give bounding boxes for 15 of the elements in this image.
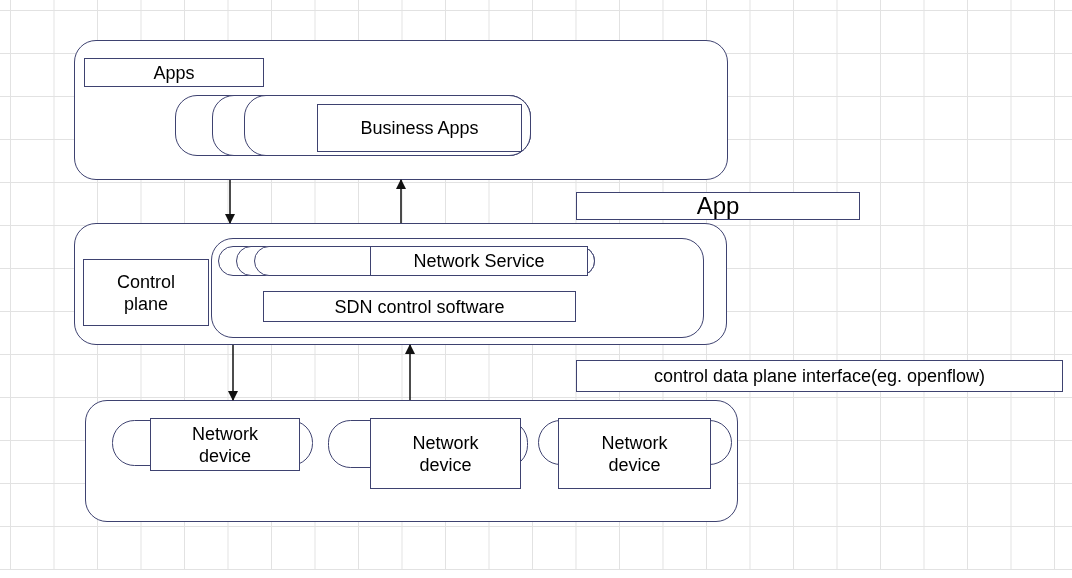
label-box: SDN control software (263, 291, 576, 322)
label-box: Control plane (83, 259, 209, 326)
rounded-panel (74, 223, 727, 345)
rounded-panel (74, 40, 728, 180)
arrow (396, 179, 406, 224)
rounded-panel (85, 400, 738, 522)
rounded-panel (211, 238, 704, 338)
arrow (228, 344, 238, 401)
arrow (225, 179, 235, 224)
label-box: Network Service (370, 246, 588, 276)
label-box: control data plane interface(eg. openflow) (576, 360, 1063, 392)
arrow (405, 344, 415, 401)
label-box: App (576, 192, 860, 220)
label-box: Apps (84, 58, 264, 87)
label-box: Business Apps (317, 104, 522, 152)
